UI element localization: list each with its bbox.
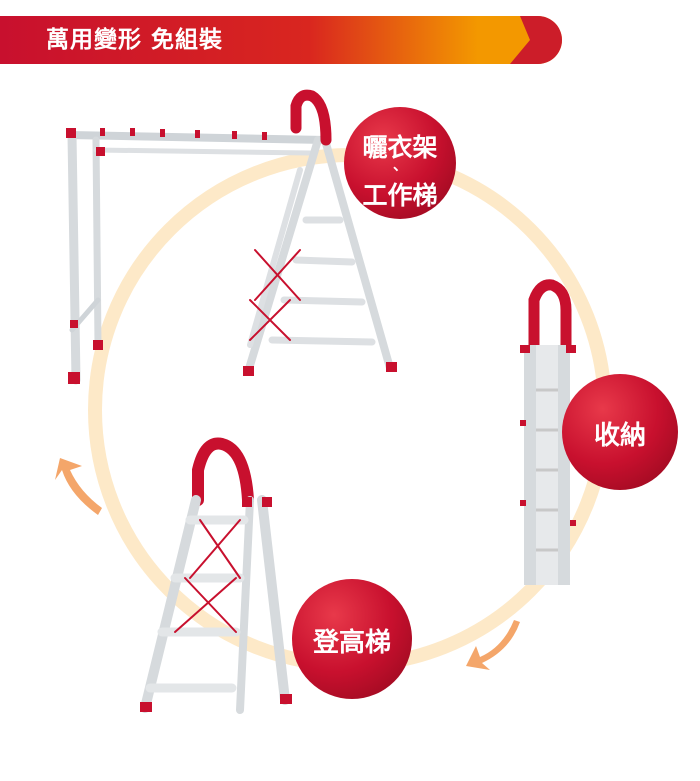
- folded-ladder-image: [520, 279, 576, 585]
- badge-drying-rack-line1: 曬衣架: [362, 133, 438, 162]
- badge-climbing: [292, 579, 412, 699]
- badge-climbing-label: 登高梯: [312, 628, 391, 658]
- title-banner: [0, 16, 562, 64]
- badge-drying-rack: [344, 107, 456, 219]
- banner-title: 萬用變形 免組裝: [46, 27, 224, 53]
- badge-drying-rack-separator: 、: [393, 158, 407, 174]
- drying-rack-ladder-image: [66, 89, 397, 385]
- cycle-arrow-left: [55, 458, 102, 515]
- badge-storage-label: 收納: [593, 421, 646, 451]
- badge-storage: [562, 374, 678, 490]
- step-ladder-image: [140, 437, 292, 714]
- badge-drying-rack-line2: 工作梯: [362, 181, 438, 210]
- cycle-arrow-bottom: [466, 620, 520, 670]
